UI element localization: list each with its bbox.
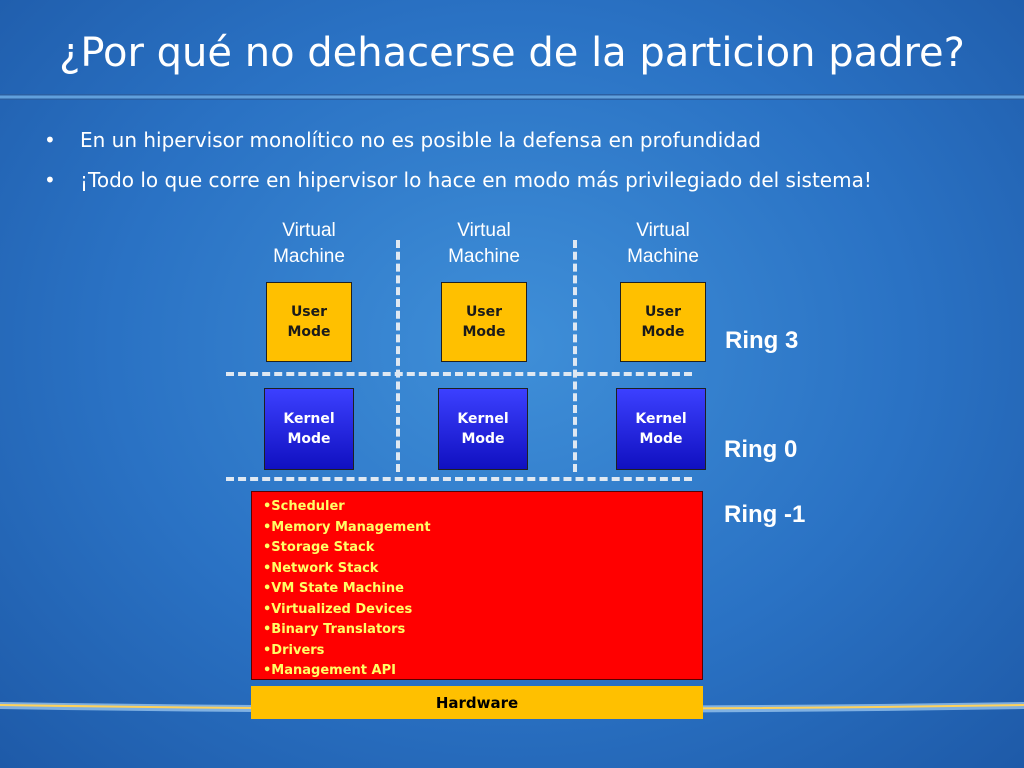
ring-3-label: Ring 3 bbox=[725, 327, 799, 354]
bullet-marker: • bbox=[44, 168, 56, 192]
kernel-mode-box: Kernel Mode bbox=[264, 388, 354, 470]
ring0-ring-1-boundary bbox=[226, 477, 692, 481]
bullet-marker: • bbox=[44, 128, 56, 152]
title-divider bbox=[0, 94, 1024, 100]
hardware-box: Hardware bbox=[251, 686, 703, 719]
ring-0-label: Ring 0 bbox=[724, 436, 798, 463]
vm-separator bbox=[396, 240, 400, 472]
bullet-item: • En un hipervisor monolítico no es posi… bbox=[44, 128, 872, 168]
vm-label: Virtual Machine bbox=[448, 220, 520, 267]
hypervisor-item: •Network Stack bbox=[263, 560, 379, 576]
vm-label: Virtual Machine bbox=[627, 220, 699, 267]
hypervisor-item: •VM State Machine bbox=[263, 581, 404, 596]
ring-minus-1-label: Ring -1 bbox=[724, 501, 806, 528]
hypervisor-item: •Scheduler bbox=[263, 499, 345, 514]
bullet-text: En un hipervisor monolítico no es posibl… bbox=[80, 128, 761, 152]
bullet-text: ¡Todo lo que corre en hipervisor lo hace… bbox=[80, 168, 872, 192]
hypervisor-box: •Scheduler •Memory Management •Storage S… bbox=[251, 491, 703, 680]
hypervisor-item: •Memory Management bbox=[263, 519, 431, 535]
hypervisor-item: •Drivers bbox=[263, 642, 325, 658]
hypervisor-item: •Storage Stack bbox=[263, 540, 375, 555]
hypervisor-component-list: •Scheduler •Memory Management •Storage S… bbox=[263, 497, 702, 682]
user-mode-box: User Mode bbox=[266, 282, 352, 362]
hypervisor-item: •Binary Translators bbox=[263, 622, 406, 637]
user-mode-box: User Mode bbox=[620, 282, 706, 362]
ring3-ring0-boundary bbox=[226, 372, 692, 376]
kernel-mode-box: Kernel Mode bbox=[438, 388, 528, 470]
slide-title: ¿Por qué no dehacerse de la particion pa… bbox=[59, 30, 965, 76]
vm-separator bbox=[573, 240, 577, 472]
user-mode-box: User Mode bbox=[441, 282, 527, 362]
kernel-mode-box: Kernel Mode bbox=[616, 388, 706, 470]
bullet-list: • En un hipervisor monolítico no es posi… bbox=[44, 128, 872, 208]
hypervisor-item: •Management API bbox=[263, 663, 396, 678]
vm-label: Virtual Machine bbox=[273, 220, 345, 267]
hypervisor-item: •Virtualized Devices bbox=[263, 601, 413, 617]
bullet-item: • ¡Todo lo que corre en hipervisor lo ha… bbox=[44, 168, 872, 208]
